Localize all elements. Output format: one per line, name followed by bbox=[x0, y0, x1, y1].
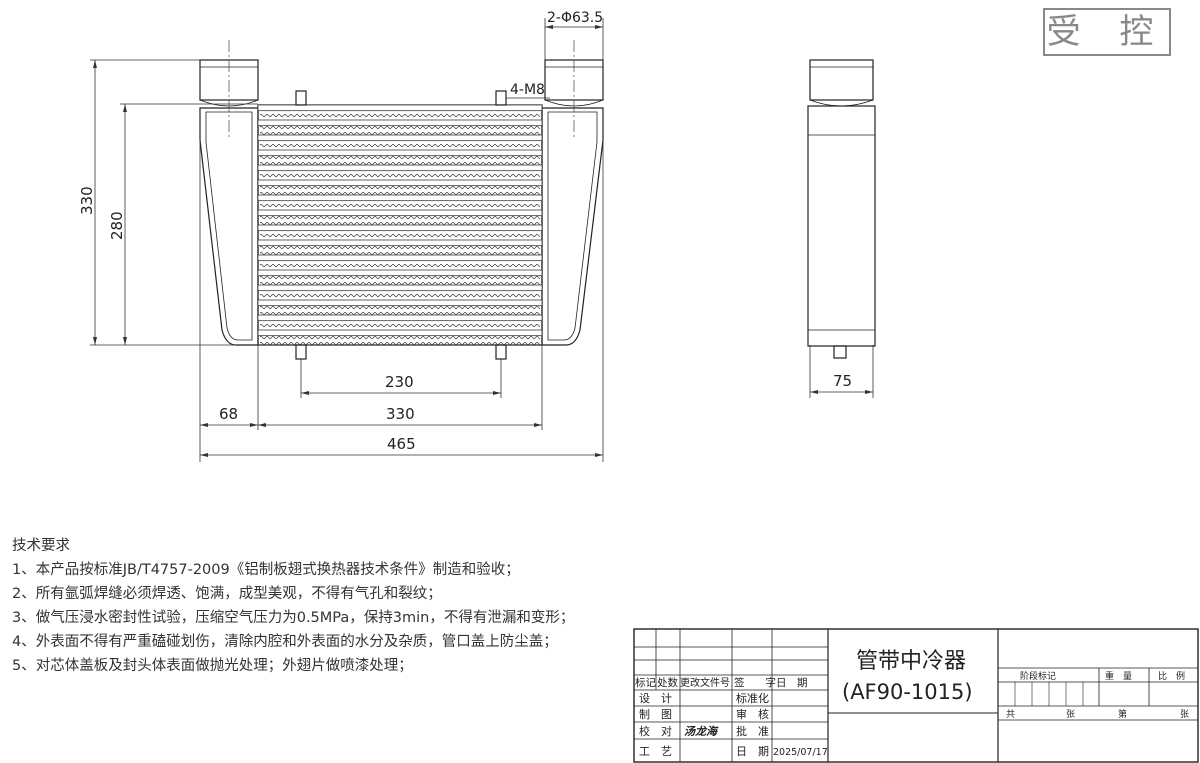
core-tube bbox=[257, 104, 543, 112]
core-tube bbox=[257, 209, 543, 217]
dim-bolt-spacing: 230 bbox=[385, 373, 414, 391]
core-fin bbox=[260, 110, 540, 120]
core-tube bbox=[257, 119, 543, 127]
core-fin bbox=[260, 185, 540, 195]
core-tube bbox=[257, 314, 543, 322]
tb-header-2: 更改文件号 bbox=[680, 676, 730, 689]
core-tube bbox=[257, 269, 543, 277]
bolt-bottom-left bbox=[295, 344, 307, 360]
tb-row2-label2: 批 准 bbox=[736, 724, 769, 738]
tb-row3-label2: 日 期 bbox=[736, 745, 769, 758]
title-block bbox=[633, 628, 1199, 763]
core-fin bbox=[260, 140, 540, 150]
right-tank bbox=[541, 107, 604, 346]
core-tube bbox=[257, 149, 543, 157]
note-item: 4、外表面不得有严重磕碰划伤，清除内腔和外表面的水分及杂质，管口盖上防尘盖； bbox=[12, 634, 558, 650]
core-fin bbox=[260, 170, 540, 180]
part-name: 管带中冷器 bbox=[856, 649, 966, 674]
core-fin bbox=[260, 200, 540, 210]
bolt-top-right bbox=[495, 90, 507, 106]
dim-height-core: 280 bbox=[108, 211, 126, 240]
tb-row0-label: 设 计 bbox=[639, 692, 672, 705]
dim-tank-width: 68 bbox=[219, 405, 238, 423]
dim-depth: 75 bbox=[833, 372, 852, 390]
dim-bolts: 4-M8 bbox=[510, 82, 545, 98]
bolt-bottom-right bbox=[495, 344, 507, 360]
note-item: 1、本产品按标准JB/T4757-2009《铝制板翅式换热器技术条件》制造和验收… bbox=[12, 562, 520, 578]
core-fin bbox=[260, 320, 540, 330]
core-tube bbox=[257, 224, 543, 232]
tb-stage-2: 比 例 bbox=[1158, 670, 1185, 682]
dimension-lines bbox=[90, 18, 874, 462]
core-fin bbox=[260, 260, 540, 270]
tb-header-0: 标记 bbox=[635, 677, 656, 689]
tb-row1-label: 制 图 bbox=[639, 708, 672, 721]
tb-stage-1: 重 量 bbox=[1105, 670, 1132, 682]
core-tube bbox=[257, 299, 543, 307]
tb-row2-value: 汤龙海 bbox=[684, 725, 719, 738]
front-view bbox=[199, 59, 604, 360]
title-block-text: 管带中冷器 (AF90-1015) 标记 处数 更改文件号 签 字 日 期 设 … bbox=[635, 649, 1189, 758]
tb-row3-value2: 2025/07/17 bbox=[773, 747, 828, 758]
technical-requirements: 技术要求 1、本产品按标准JB/T4757-2009《铝制板翅式换热器技术条件》… bbox=[12, 534, 574, 678]
notes-title: 技术要求 bbox=[12, 538, 70, 554]
tb-header-1: 处数 bbox=[657, 676, 678, 689]
core-fin bbox=[260, 215, 540, 225]
tb-row0-label2: 标准化 bbox=[736, 691, 769, 705]
left-tank bbox=[199, 107, 259, 346]
core-fin bbox=[260, 335, 540, 345]
tb-sheet-1: 张 bbox=[1066, 709, 1075, 720]
dim-height-total: 330 bbox=[78, 186, 96, 215]
core-fin bbox=[260, 290, 540, 300]
tb-stage-0: 阶段标记 bbox=[1020, 670, 1056, 682]
tb-sheet-2: 第 bbox=[1118, 708, 1127, 720]
core-tube bbox=[257, 284, 543, 292]
bolt-top-left bbox=[295, 90, 307, 106]
core-fin bbox=[260, 305, 540, 315]
tb-row2-label: 校 对 bbox=[639, 724, 672, 738]
core-fin bbox=[260, 230, 540, 240]
tb-header-4: 日 期 bbox=[776, 677, 808, 689]
dim-overall-width: 465 bbox=[387, 435, 416, 453]
tb-header-3: 签 字 bbox=[734, 676, 776, 689]
note-item: 3、做气压浸水密封性试验，压缩空气压力为0.5MPa，保持3min，不得有泄漏和… bbox=[12, 610, 575, 626]
fin-rows bbox=[257, 104, 543, 345]
core-fin bbox=[260, 125, 540, 135]
core-tube bbox=[257, 254, 543, 262]
core-fin bbox=[260, 275, 540, 285]
side-view bbox=[807, 59, 876, 359]
part-code: (AF90-1015) bbox=[842, 680, 973, 704]
tb-row3-label: 工 艺 bbox=[639, 745, 672, 758]
dim-inlet: 2-Φ63.5 bbox=[547, 10, 603, 26]
tb-sheet-3: 张 bbox=[1180, 709, 1189, 720]
core-tube bbox=[257, 134, 543, 142]
core-fin bbox=[260, 155, 540, 165]
core-tube bbox=[257, 329, 543, 337]
dim-core-width: 330 bbox=[386, 405, 415, 423]
controlled-stamp: 受 控 bbox=[1043, 8, 1171, 56]
core-tube bbox=[257, 239, 543, 247]
tb-row1-label2: 审 核 bbox=[736, 707, 769, 721]
core-tube bbox=[257, 194, 543, 202]
core-tube bbox=[257, 164, 543, 172]
tb-sheet-0: 共 bbox=[1006, 709, 1015, 720]
note-item: 2、所有氩弧焊缝必须焊透、饱满，成型美观，不得有气孔和裂纹； bbox=[12, 586, 442, 602]
note-item: 5、对芯体盖板及封头体表面做抛光处理；外翅片做喷漆处理； bbox=[12, 658, 413, 674]
core-tube bbox=[257, 179, 543, 187]
core-fin bbox=[260, 245, 540, 255]
